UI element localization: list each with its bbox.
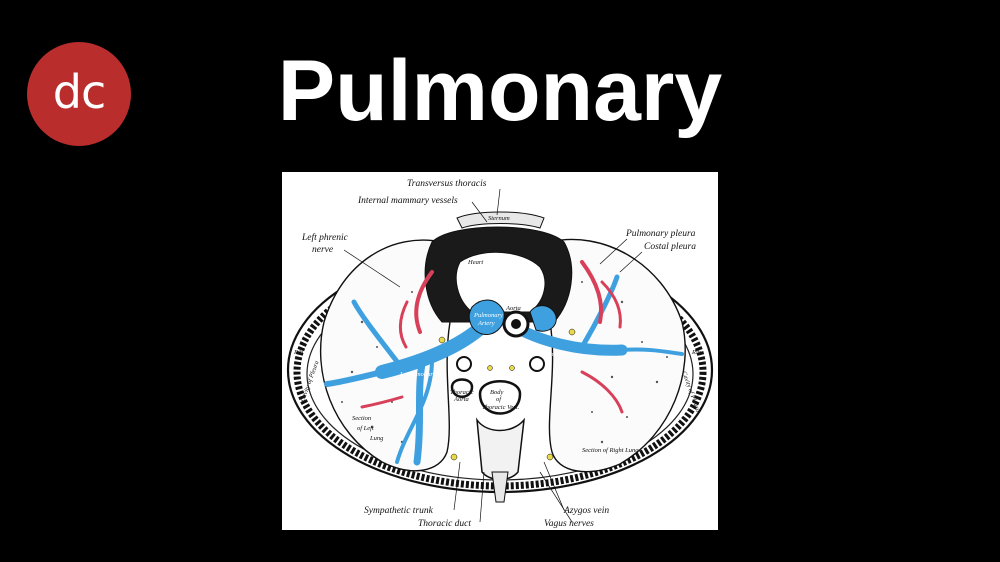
label-internal-mammary-vessels: Internal mammary vessels	[357, 196, 458, 206]
label-left-phrenic-1: Left phrenic	[301, 232, 349, 243]
label-thoracic-aorta-1: Thoracic	[450, 389, 474, 396]
label-thoracic-duct: Thoracic duct	[418, 519, 471, 529]
sternum	[456, 211, 545, 229]
label-rib-left: Rib	[293, 349, 304, 356]
label-pulmonary-artery-1: Pulmonary	[473, 312, 503, 319]
label-section-left-lung-1: Section	[352, 415, 371, 422]
aorta-lumen	[511, 319, 521, 329]
label-left-phrenic-2: nerve	[312, 245, 333, 255]
vertebral-arch	[475, 417, 526, 481]
label-sternum: Sternum	[488, 215, 510, 222]
label-rib-right: Rib	[691, 349, 702, 356]
bronchial-arteries	[360, 260, 624, 414]
label-thoracic-vert: Thoracic Vert.	[482, 404, 520, 411]
label-sympathetic-trunk: Sympathetic trunk	[364, 506, 434, 516]
logo-text: dc	[52, 65, 106, 119]
dc-logo: dc	[27, 42, 131, 146]
pulmonary-anatomy-figure: Transversus thoracis Internal mammary ve…	[282, 172, 718, 530]
label-body: Body	[490, 389, 503, 396]
pulmonary-trunk	[468, 299, 505, 336]
spinous-process	[491, 471, 509, 503]
hilum-left	[456, 356, 472, 372]
label-section-left-lung-3: Lung	[369, 435, 384, 442]
label-heart: Heart	[467, 259, 483, 266]
label-azygos-vein: Azygos vein	[563, 506, 609, 516]
anatomy-diagram: Transversus thoracis Internal mammary ve…	[286, 179, 714, 529]
label-of: of	[496, 396, 502, 403]
label-pulmonary-pleura: Pulmonary pleura	[625, 229, 696, 239]
label-costal-pleura: Costal pleura	[644, 242, 696, 252]
label-pulmonary-artery-2: Artery	[477, 320, 495, 327]
hilum-right	[529, 356, 545, 372]
label-l-pulmonary-a: L. Pulmonary A.	[399, 371, 443, 378]
label-section-left-lung-2: of Left	[357, 425, 374, 432]
thoracic-aorta	[450, 378, 474, 398]
label-transversus-thoracis: Transversus thoracis	[407, 179, 487, 189]
aortic-root	[529, 305, 557, 332]
label-aorta: Aorta	[505, 305, 521, 312]
leader-lines	[343, 188, 643, 523]
page-title: Pulmonary	[277, 43, 723, 139]
vertebral-body	[478, 380, 522, 415]
label-thoracic-aorta-2: Aorta	[453, 396, 469, 403]
nerves	[438, 328, 576, 461]
heart	[455, 251, 546, 313]
label-section-right-lung: Section of Right Lung	[582, 447, 639, 454]
label-r-pulmonary-a: R. Pulmonary A.	[525, 351, 570, 358]
label-vagus-nerves: Vagus nerves	[544, 519, 594, 529]
